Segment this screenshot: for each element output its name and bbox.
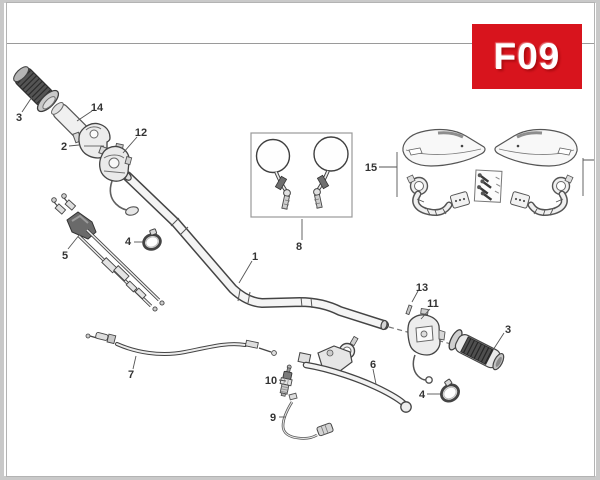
page-code-badge: F09 — [472, 24, 582, 89]
pin — [405, 304, 413, 316]
switch-wire — [281, 392, 334, 440]
page-code-text: F09 — [493, 35, 561, 77]
callout-2: 2 — [61, 141, 67, 153]
handlebar — [122, 171, 389, 331]
bracket-15 — [379, 152, 594, 197]
switch-wire-right — [109, 180, 129, 211]
callout-13: 13 — [416, 282, 428, 294]
grip-left — [13, 66, 60, 113]
clutch-cable — [85, 332, 277, 356]
leader-lines — [21, 96, 505, 418]
callout-labels: 1 2 3 3 4 4 5 6 7 8 9 10 11 12 13 14 15 — [16, 102, 511, 424]
grip-right — [448, 329, 505, 371]
handguards-kit — [379, 128, 594, 217]
clutch-switch — [279, 364, 293, 397]
handguard-right-group — [494, 128, 578, 217]
callout-8: 8 — [296, 241, 302, 253]
switch-assembly-right — [98, 142, 139, 216]
clutch-lever — [297, 335, 412, 413]
assembly-axis — [388, 326, 452, 345]
mirrors-box — [250, 132, 353, 218]
callout-3-right: 3 — [505, 324, 511, 336]
throttle-cables — [51, 193, 165, 312]
callout-11: 11 — [427, 298, 439, 310]
mirror-right — [313, 136, 349, 209]
callout-3-left: 3 — [16, 112, 22, 124]
clamp-ring-left — [142, 228, 162, 251]
callout-7: 7 — [128, 369, 134, 381]
throttle-tube — [51, 102, 90, 141]
callout-12: 12 — [135, 127, 147, 139]
callout-15: 15 — [365, 162, 377, 174]
switch-housing-left — [407, 308, 446, 384]
clamp-ring-right — [440, 378, 460, 403]
callout-4-right: 4 — [419, 389, 426, 401]
header-rule — [7, 43, 594, 44]
page-frame — [6, 2, 595, 477]
mirror-left — [255, 138, 291, 210]
callout-1: 1 — [252, 251, 258, 263]
callout-14: 14 — [91, 102, 104, 114]
handguard-left-group — [402, 128, 486, 217]
callout-9: 9 — [270, 412, 276, 424]
callout-4-left: 4 — [125, 236, 132, 248]
callout-10: 10 — [265, 375, 277, 387]
callout-5: 5 — [62, 250, 68, 262]
callout-6: 6 — [370, 359, 376, 371]
handguard-hardware-kit — [473, 169, 503, 203]
